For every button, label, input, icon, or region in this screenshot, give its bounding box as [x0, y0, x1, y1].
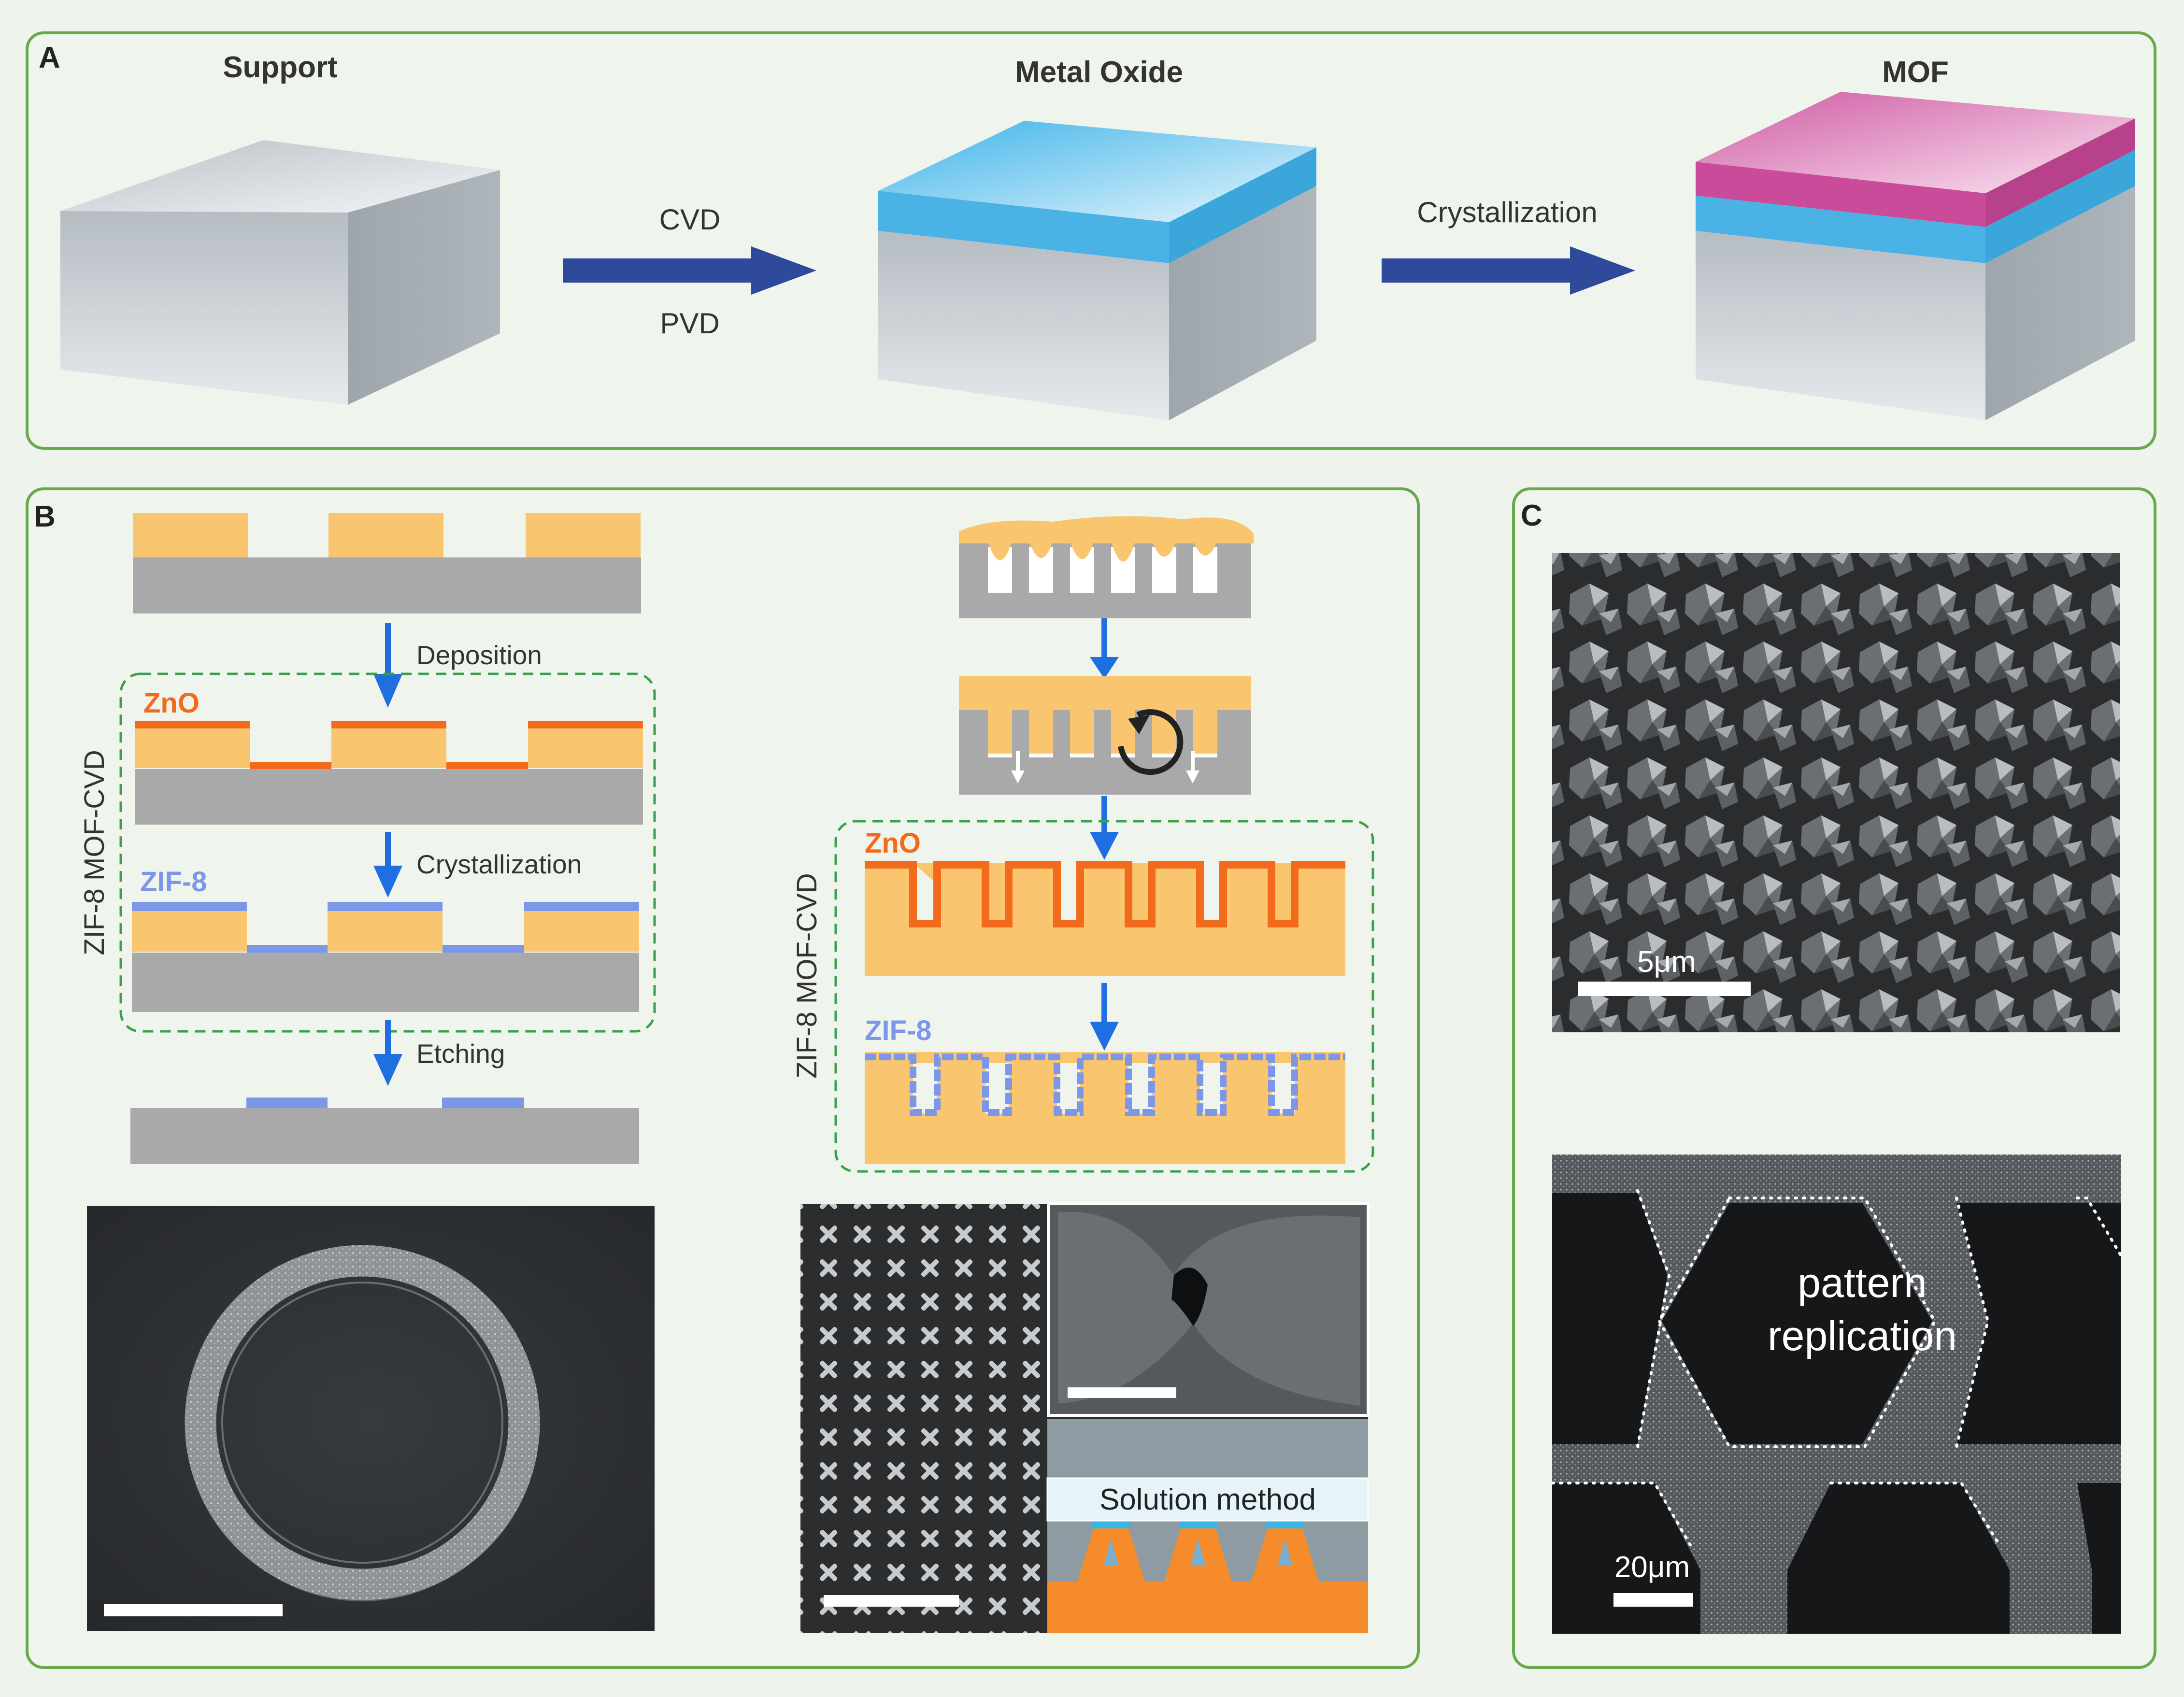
inset-scale-bar [1068, 1387, 1176, 1398]
right-step3-zno-replica [865, 861, 1345, 976]
right-step1-resist-on-mold [959, 516, 1254, 618]
cvd-pvd-arrow [563, 246, 816, 295]
step-arrow [373, 832, 402, 898]
step-arrow [373, 623, 402, 708]
solution-method-inset: Solution method [1046, 1419, 1369, 1633]
ring-sem-image [87, 1206, 655, 1631]
rotation-icon [1118, 709, 1184, 775]
step-arrow [1090, 983, 1119, 1051]
crystal-scale-bar [1578, 982, 1751, 996]
crystal-scale-label: 5μm [1637, 945, 1696, 979]
panel-b-letter: B [34, 500, 56, 533]
cross-scale-bar [824, 1595, 959, 1607]
panel-a-letter: A [39, 41, 60, 74]
right-group-label: ZIF-8 MOF-CVD [791, 873, 823, 1078]
step-arrow [1090, 618, 1119, 679]
pattern-label-line2: replication [1768, 1313, 1957, 1359]
left-step4-patterned-zif [130, 1098, 639, 1164]
ring-scale-bar [104, 1604, 283, 1616]
metal-oxide-block [878, 121, 1316, 420]
right-zif-label: ZIF-8 [865, 1015, 932, 1046]
step-crystallization-label: Crystallization [416, 849, 582, 879]
right-step2-filled-mold [959, 676, 1251, 795]
inset-zoom-sem [1047, 1202, 1370, 1417]
left-group-label: ZIF-8 MOF-CVD [79, 750, 110, 955]
hexagon-scale-label: 20μm [1614, 1551, 1690, 1584]
arrow-cvd-label: CVD [659, 203, 721, 236]
crystallization-arrow [1382, 246, 1635, 295]
mof-block [1696, 92, 2135, 420]
left-zif-label: ZIF-8 [140, 866, 207, 898]
crystal-sem-image: 5μm [1552, 553, 2120, 1032]
left-step1-patterned-substrate [133, 513, 641, 613]
hexagon-scale-bar [1613, 1593, 1693, 1607]
pattern-label-line1: pattern [1798, 1260, 1927, 1306]
step-etching-label: Etching [416, 1039, 505, 1069]
arrow-pvd-label: PVD [660, 307, 719, 340]
panel-c-letter: C [1521, 499, 1542, 532]
panel-b: B Deposition ZIF-8 MOF-CVD ZnO [26, 487, 1420, 1669]
right-zno-label: ZnO [865, 827, 921, 859]
solution-method-label: Solution method [1099, 1483, 1316, 1516]
stage-mof-label: MOF [1882, 56, 1949, 89]
support-block [60, 140, 500, 405]
step-deposition-label: Deposition [416, 640, 542, 670]
right-mof-cvd-group [834, 820, 1374, 1173]
panel-c: C 5μm pattern replication 20μm [1512, 487, 2156, 1669]
panel-a: A Support CVD PVD Metal Oxide Cr [26, 31, 2156, 450]
right-step4-zif-replica [865, 1052, 1345, 1164]
left-step3-zif-layer [132, 902, 639, 1012]
step-arrow [1090, 796, 1119, 860]
arrow-crystallization-label: Crystallization [1417, 196, 1597, 228]
hexagon-sem-image: pattern replication 20μm [1551, 1155, 2123, 1634]
left-step2-zno-layer [135, 721, 643, 825]
stage-oxide-label: Metal Oxide [1015, 56, 1183, 89]
left-zno-label: ZnO [143, 687, 200, 719]
stage-support-label: Support [223, 51, 338, 84]
step-arrow [373, 1020, 402, 1086]
